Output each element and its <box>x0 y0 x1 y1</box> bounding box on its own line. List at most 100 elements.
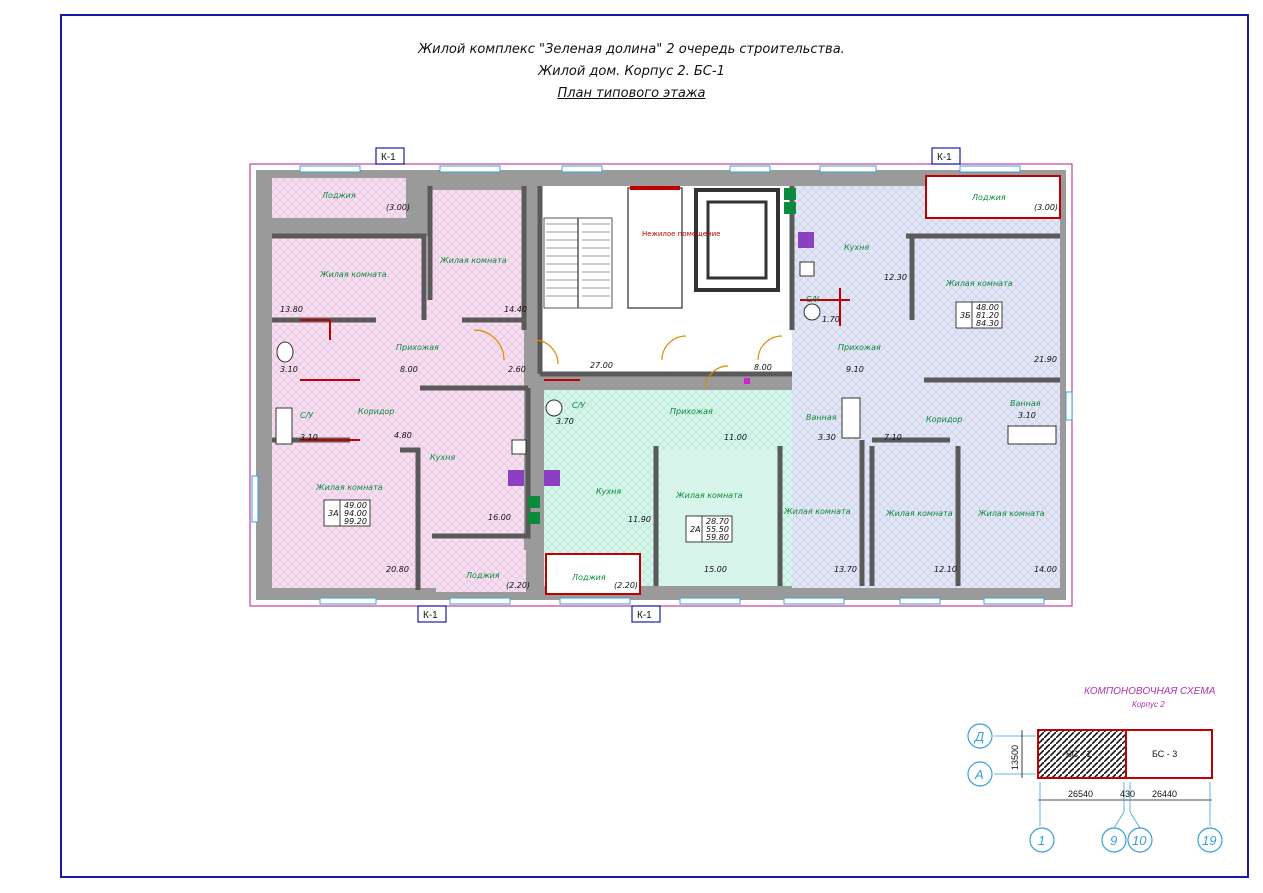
area-living-mid-2: 13.70 <box>834 565 857 574</box>
label-corridor-left: Коридор <box>358 407 394 416</box>
apartment-3a-area <box>272 236 524 588</box>
area-wc-right: 1.70 <box>822 315 840 324</box>
area-vestibule: 2.60 <box>508 365 526 374</box>
label-kitchen-mid: Кухня <box>596 487 621 496</box>
area-kitchen-right: 12.30 <box>884 273 907 282</box>
area-living-bottom-left: 20.80 <box>386 565 409 574</box>
apt-2a-type: 2А <box>690 525 701 534</box>
elevator-shaft <box>694 188 780 292</box>
section-marks <box>375 147 961 623</box>
drawing-title-line3: План типового этажа <box>0 86 1263 101</box>
windows <box>251 165 1073 605</box>
label-hall-left: Прихожая <box>396 343 439 352</box>
area-stair-hall: 27.00 <box>590 361 613 370</box>
living-room-top-center-upper <box>432 190 524 236</box>
loggia-bottom-left <box>436 550 526 592</box>
axis-19-label: 19 <box>1202 833 1216 848</box>
drawing-title-line2: Жилой дом. Корпус 2. БС-1 <box>538 64 725 79</box>
apt-3a-total: 94.00 <box>344 509 367 518</box>
apartment-3b-area <box>792 186 1060 588</box>
label-loggia-right-top: Лоджия <box>971 193 1006 202</box>
scheme-height-dim: 13500 <box>1010 745 1020 770</box>
label-kitchen-left: Кухня <box>430 453 455 462</box>
axis-1-label: 1 <box>1038 833 1045 848</box>
area-wc-mid: 3.70 <box>556 417 574 426</box>
loggia-bottom-center <box>545 553 641 595</box>
label-living-top-right: Жилая комната <box>945 279 1013 288</box>
scheme-dim-3: 26440 <box>1152 789 1177 799</box>
area-living-mid: 15.00 <box>704 565 727 574</box>
area-hall-right: 9.10 <box>846 365 864 374</box>
area-kitchen-left: 16.00 <box>488 513 511 522</box>
drawing-title-line1: Жилой комплекс "Зеленая долина" 2 очеред… <box>418 42 845 57</box>
area-corridor-right: 7.10 <box>884 433 902 442</box>
scheme-dim-2: 430 <box>1120 789 1135 799</box>
stair-steps <box>546 223 610 297</box>
loggia-right-top <box>925 175 1061 219</box>
section-mark-bottom-left: К-1 <box>423 610 438 621</box>
axis-d-label: Д <box>973 729 984 744</box>
label-living-top-left: Жилая комната <box>319 270 387 279</box>
label-loggia-bottom-left: Лоджия <box>465 571 500 580</box>
label-corridor-right: Коридор <box>926 415 962 424</box>
area-living-top-center: 14.40 <box>504 305 527 314</box>
area-living-top-right: 21.90 <box>1034 355 1057 364</box>
label-loggia-bottom-center: Лоджия <box>571 573 606 582</box>
axis-10-label: 10 <box>1132 833 1147 848</box>
label-living-top-center: Жилая комната <box>439 256 507 265</box>
area-loggia-bottom-left: (2.20) <box>506 581 530 590</box>
apt-3a-living: 49.00 <box>344 501 367 510</box>
plan-title: План типового этажа <box>557 86 706 101</box>
area-bath-mid: 3.30 <box>818 433 836 442</box>
apt-3a-type: 3А <box>328 509 339 518</box>
scheme-title: КОМПОНОВОЧНАЯ СХЕМА <box>1084 686 1216 697</box>
label-wc-right: С/У <box>806 295 820 304</box>
apt-3b-type: 3Б <box>960 311 971 320</box>
apt-2a-living: 28.70 <box>706 517 729 526</box>
area-kitchen-mid: 11.90 <box>628 515 651 524</box>
area-bath-right: 3.10 <box>1018 411 1036 420</box>
label-wc-left-2: С/У <box>300 411 314 420</box>
area-loggia-bottom-center: (2.20) <box>614 581 638 590</box>
section-mark-top-left: К-1 <box>381 152 396 163</box>
apartment-summary-boxes <box>323 301 1003 543</box>
vent-shafts <box>508 188 814 524</box>
area-corridor-left: 4.80 <box>394 431 412 440</box>
scheme-dim-1: 26540 <box>1068 789 1093 799</box>
scheme-drawing <box>967 723 1223 853</box>
label-living-bottom-right-1: Жилая комната <box>885 509 953 518</box>
label-kitchen-right: Кухня <box>844 243 869 252</box>
area-loggia-right-top: (3.00) <box>1034 203 1058 212</box>
apt-3b-total: 81.20 <box>976 311 999 320</box>
area-living-top-left: 13.80 <box>280 305 303 314</box>
axis-9-label: 9 <box>1110 833 1117 848</box>
door-swings <box>473 329 783 389</box>
sanitary-fixtures <box>275 261 1057 455</box>
scheme-block-bs3: БС - 3 <box>1152 749 1177 759</box>
label-living-mid: Жилая комната <box>675 491 743 500</box>
label-bath-right: Ванная <box>1010 399 1041 408</box>
apt-3b-living: 48.00 <box>976 303 999 312</box>
apt-3b-total-loggia: 84.30 <box>976 319 999 328</box>
area-wc-left-2: 3.10 <box>300 433 318 442</box>
drawing-frame <box>60 14 1249 878</box>
label-wc-mid: С/У <box>572 401 586 410</box>
area-wc-left-1: 3.10 <box>280 365 298 374</box>
label-tech-room: Нежилое помещение <box>642 230 721 238</box>
label-hall-mid: Прихожая <box>670 407 713 416</box>
apt-2a-total: 55.50 <box>706 525 729 534</box>
area-loggia-left-top: (3.00) <box>386 203 410 212</box>
label-living-mid-2: Жилая комната <box>783 507 851 516</box>
area-lift-hall: 8.00 <box>754 363 772 372</box>
scheme-block-bs1: БС - 1 <box>1066 749 1091 759</box>
section-mark-bottom-center: К-1 <box>637 610 652 621</box>
area-living-bottom-right-2: 14.00 <box>1034 565 1057 574</box>
label-living-bottom-left: Жилая комната <box>315 483 383 492</box>
area-hall-mid: 11.00 <box>724 433 747 442</box>
axis-a-label: А <box>974 767 984 782</box>
label-loggia-left-top: Лоджия <box>321 191 356 200</box>
section-mark-top-right: К-1 <box>937 152 952 163</box>
label-bath-mid: Ванная <box>806 413 837 422</box>
apt-3a-total-loggia: 99.20 <box>344 517 367 526</box>
